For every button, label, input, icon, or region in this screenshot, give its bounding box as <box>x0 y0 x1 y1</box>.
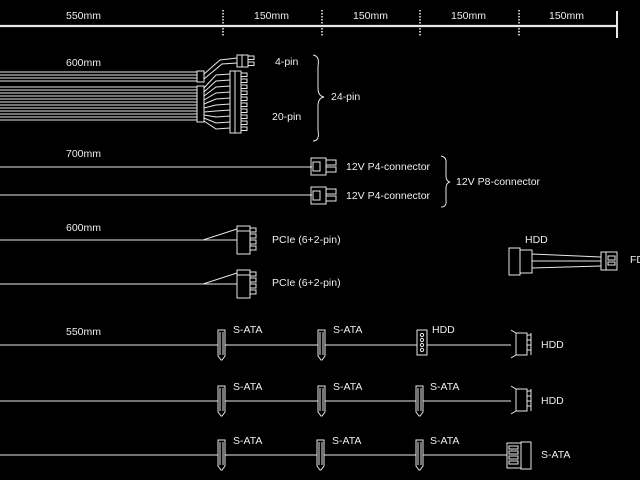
sata-inline-connector <box>415 439 424 471</box>
pcie-length-label: 600mm <box>66 222 102 234</box>
sata-inline-connector <box>316 439 325 471</box>
pcie-connector-label: PCIe (6+2-pin) <box>272 234 341 246</box>
connector-label: S-ATA <box>430 435 460 447</box>
atx-fanout-20pin <box>203 73 231 130</box>
connector-label: S-ATA <box>333 381 363 393</box>
ruler-label: 150mm <box>549 10 585 22</box>
sata-inline-connector <box>217 329 226 361</box>
cpu-cable <box>0 155 451 208</box>
cpu-p4-connector <box>310 157 337 176</box>
adapter-fdd-label: FDD <box>630 254 640 266</box>
sata-inline-connector <box>415 385 424 417</box>
atx-20pin-connector <box>229 70 248 134</box>
peripheral-cable-1 <box>0 329 532 361</box>
pcie-wire <box>0 272 238 285</box>
ruler-label: 150mm <box>254 10 290 22</box>
hdd-fdd-adapter <box>508 247 618 276</box>
pcie-cable <box>0 225 257 299</box>
atx-20pin-label: 20-pin <box>272 111 302 123</box>
atx-4pin-connector <box>236 54 255 68</box>
connector-label: S-ATA <box>332 435 362 447</box>
atx-wires-lower <box>0 86 197 121</box>
connector-label: S-ATA <box>233 381 263 393</box>
cpu-p4-label: 12V P4-connector <box>346 190 431 202</box>
cpu-length-label: 700mm <box>66 148 102 160</box>
connector-label: S-ATA <box>541 449 571 461</box>
atx-sleeve-small <box>196 70 205 83</box>
atx-fanout-4pin <box>203 57 238 80</box>
sata-inline-connector <box>217 385 226 417</box>
adapter-fdd-end <box>600 251 618 271</box>
atx-sleeve-large <box>196 85 205 123</box>
atx-4pin-label: 4-pin <box>275 56 299 68</box>
sata-inline-connector <box>217 439 226 471</box>
cpu-group-brace <box>440 155 451 208</box>
peripheral-cable-3 <box>0 439 532 471</box>
connector-label: HDD <box>541 339 564 351</box>
molex-inline-connector <box>416 329 428 356</box>
ruler-label: 150mm <box>353 10 389 22</box>
atx-length-label: 600mm <box>66 57 102 69</box>
atx-wires-upper <box>0 71 197 82</box>
peripheral-length-label: 550mm <box>66 326 102 338</box>
cpu-p8-label: 12V P8-connector <box>456 176 541 188</box>
molex-end-connector <box>510 329 532 359</box>
connector-label: HDD <box>541 395 564 407</box>
connector-label: S-ATA <box>233 324 263 336</box>
connector-label: HDD <box>432 324 455 336</box>
peripheral-cable-2 <box>0 385 532 417</box>
pcie-connector <box>236 269 257 299</box>
molex-end-connector <box>510 385 532 415</box>
connector-label: S-ATA <box>430 381 460 393</box>
adapter-hdd-label: HDD <box>525 234 548 246</box>
atx-group-brace <box>312 54 325 142</box>
atx-cable <box>0 54 325 142</box>
sata-inline-connector <box>317 329 326 361</box>
pcie-wire <box>0 228 238 241</box>
cpu-p4-label: 12V P4-connector <box>346 161 431 173</box>
sata-inline-connector <box>317 385 326 417</box>
connector-label: S-ATA <box>233 435 263 447</box>
pcie-connector-label: PCIe (6+2-pin) <box>272 277 341 289</box>
ruler-label: 550mm <box>66 10 102 22</box>
length-ruler <box>0 10 618 38</box>
adapter-hdd-end <box>508 247 521 276</box>
cpu-p4-connector <box>310 186 337 205</box>
sata-end-connector <box>506 441 532 470</box>
atx-24pin-label: 24-pin <box>331 91 361 103</box>
ruler-label: 150mm <box>451 10 487 22</box>
connector-label: S-ATA <box>333 324 363 336</box>
pcie-connector <box>236 225 257 255</box>
